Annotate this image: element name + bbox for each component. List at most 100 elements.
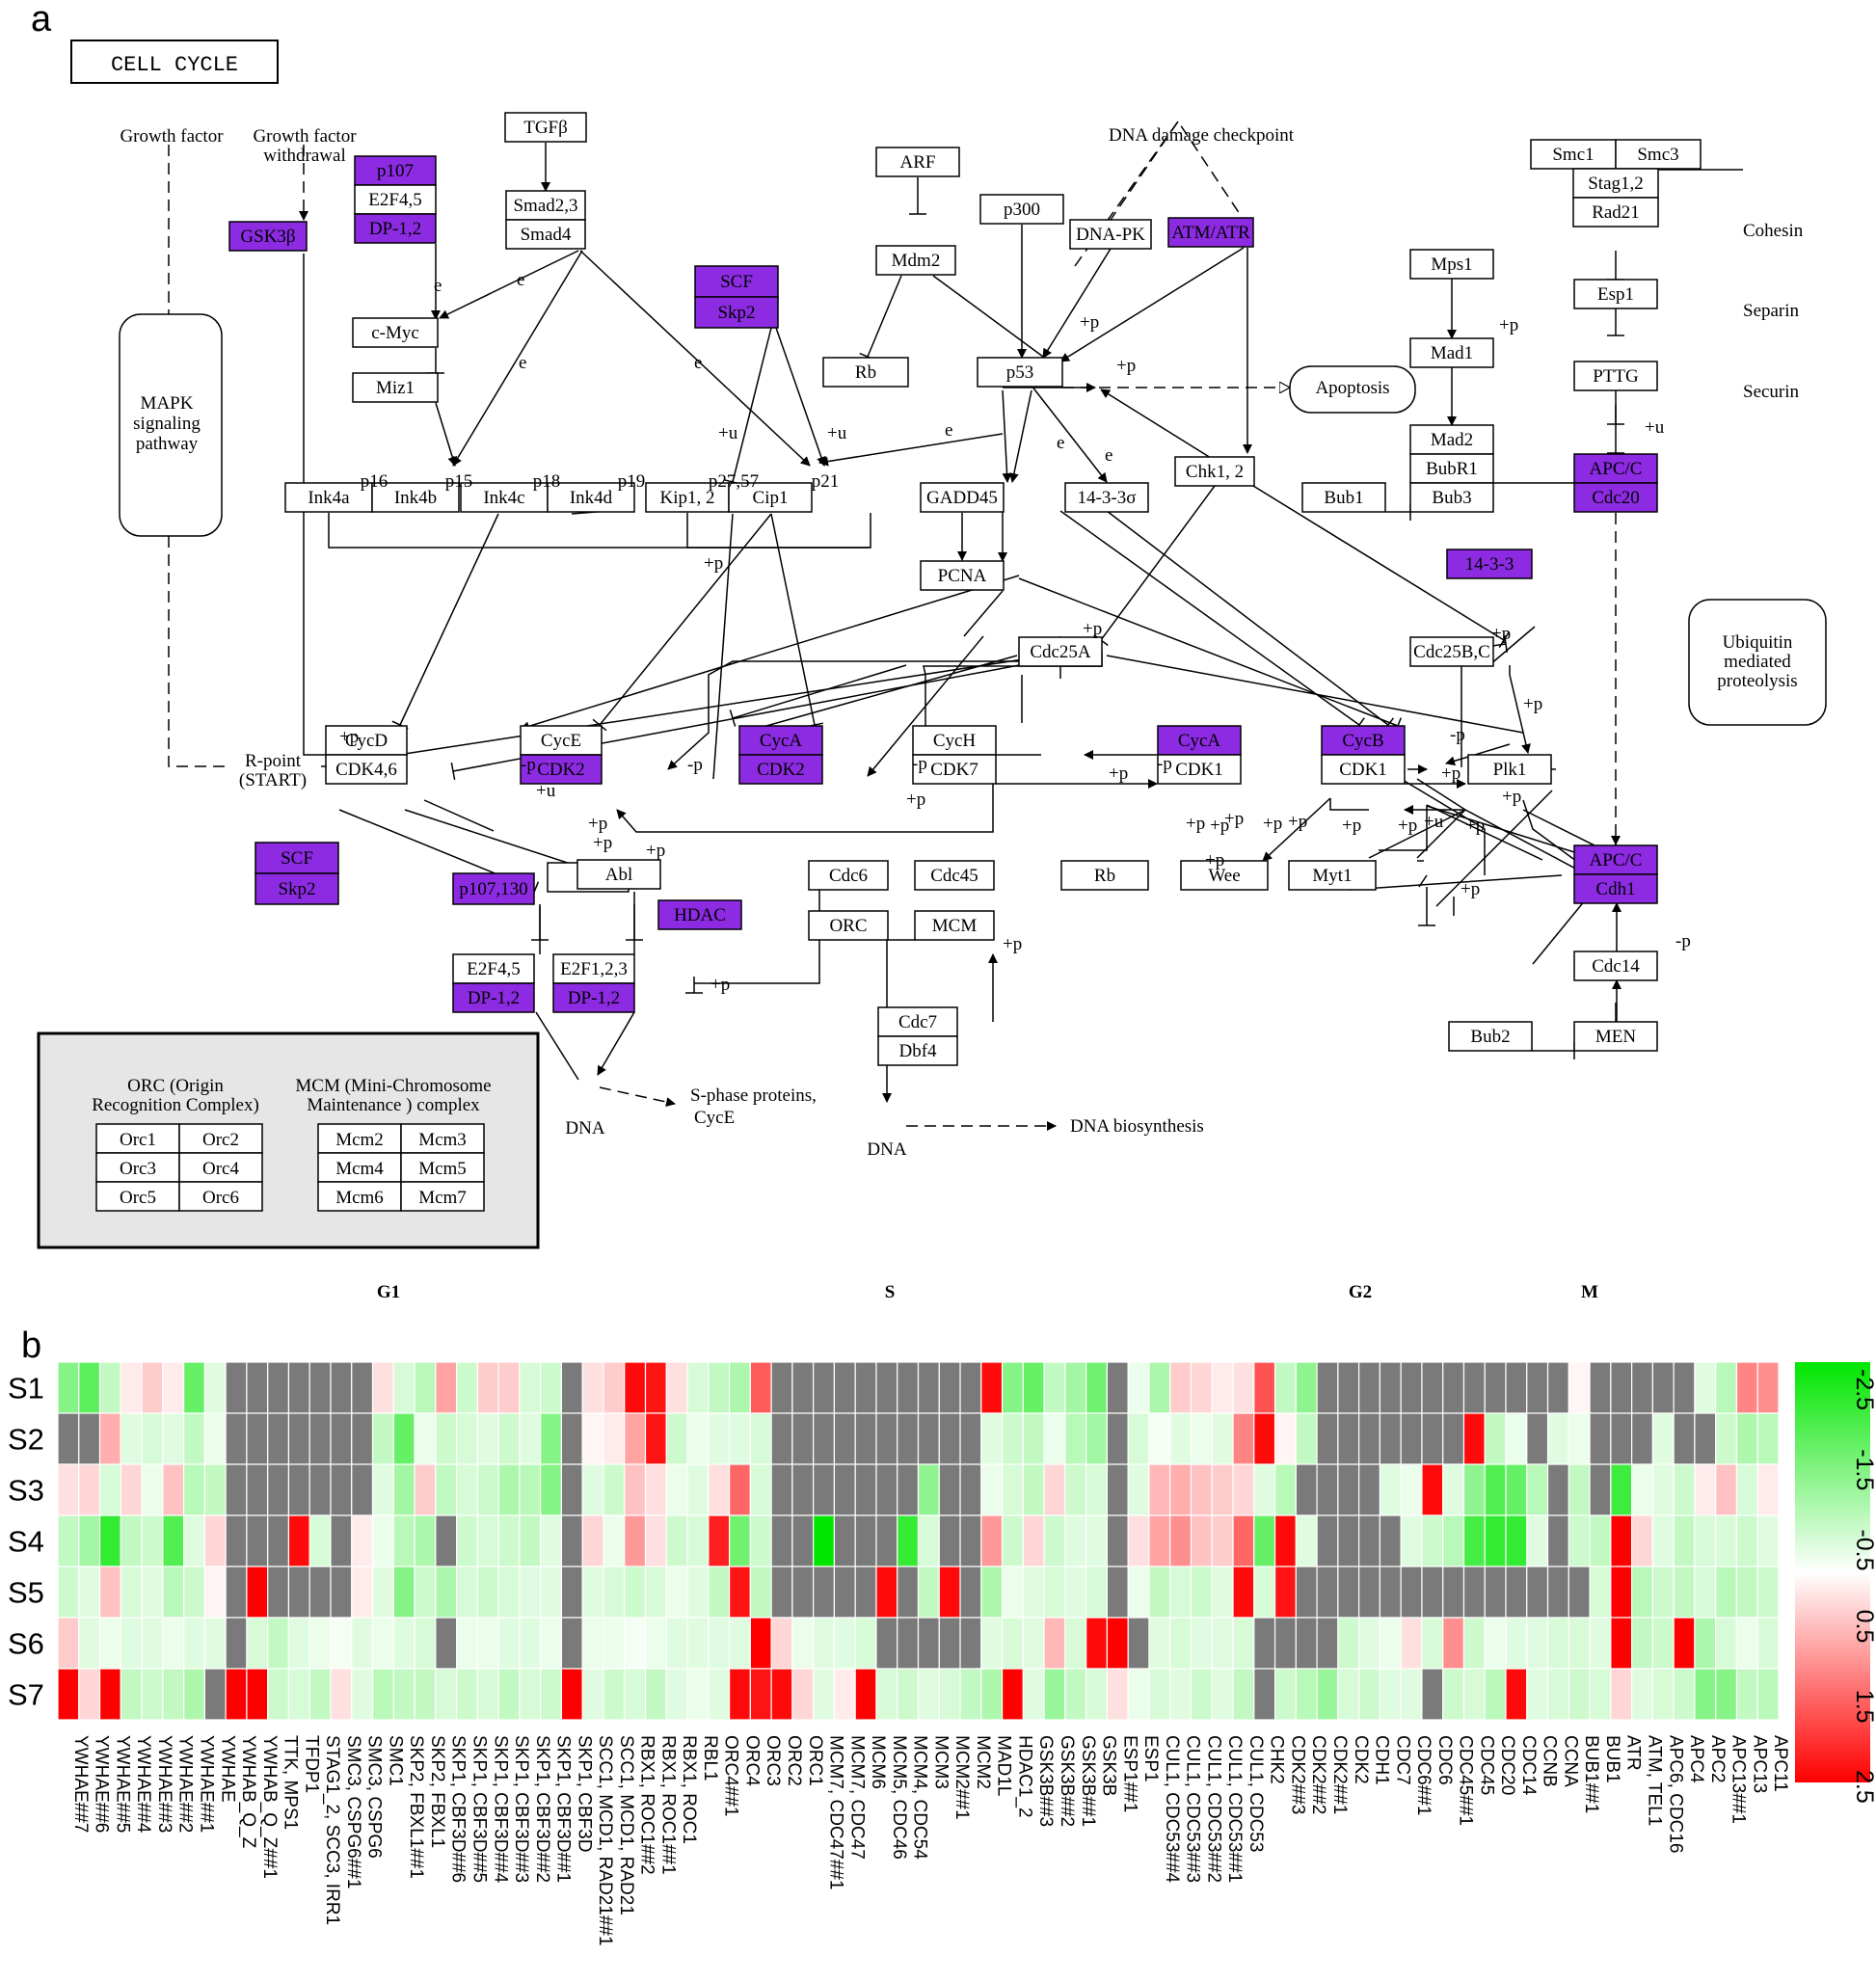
heatmap-cell xyxy=(246,1566,269,1619)
column-label-ywhae-5: YWHAE##5 xyxy=(112,1735,132,1833)
heatmap-cell xyxy=(455,1514,478,1567)
column-label-esp1-1: ESP1##1 xyxy=(1119,1735,1139,1812)
heatmap-cell xyxy=(435,1668,458,1721)
heatmap-cell xyxy=(854,1566,877,1619)
heatmap-cell xyxy=(1694,1566,1717,1619)
heatmap-cell xyxy=(1295,1463,1318,1516)
heatmap-cell xyxy=(624,1463,647,1516)
edge-68 xyxy=(385,653,1061,758)
node-abl-box xyxy=(576,859,661,890)
heatmap-cell xyxy=(1085,1668,1109,1721)
column-label-hdac1-2: HDAC1_2 xyxy=(1014,1735,1034,1818)
node-p107-130-box xyxy=(452,872,535,905)
heatmap-cell xyxy=(1379,1412,1402,1465)
label-separin: Separin xyxy=(1743,301,1800,321)
heatmap-cell xyxy=(1526,1361,1549,1414)
edge-10 xyxy=(579,250,811,467)
heatmap-cell xyxy=(330,1463,353,1516)
column-label-orc3: ORC3 xyxy=(763,1735,783,1786)
heatmap-cell xyxy=(897,1617,920,1670)
column-label-cul1-cdc53-3: CUL1, CDC53##3 xyxy=(1183,1735,1203,1883)
heatmap-cell xyxy=(1232,1361,1255,1414)
edge-27 xyxy=(1002,389,1012,483)
column-label-skp2-fbxl1-1: SKP2, FBXL1##1 xyxy=(406,1735,426,1879)
mark-35: -p xyxy=(1675,931,1691,951)
node-bubr1-box xyxy=(1409,453,1494,484)
heatmap-cell xyxy=(540,1361,563,1414)
heatmap-cell xyxy=(1273,1668,1297,1721)
edge-31 xyxy=(686,513,870,549)
heatmap-cell xyxy=(455,1617,478,1670)
heatmap-cell xyxy=(1232,1566,1255,1619)
heatmap-cell xyxy=(686,1617,710,1670)
edge-9 xyxy=(452,250,583,467)
heatmap-cell xyxy=(1568,1514,1591,1567)
heatmap-cell xyxy=(225,1668,248,1721)
mark-3: +u xyxy=(827,423,847,443)
node-hdac-box xyxy=(657,899,742,930)
heatmap-cell xyxy=(1232,1463,1255,1516)
edge-73 xyxy=(712,513,734,780)
node-cych: CycH xyxy=(933,731,977,751)
heatmap-cell xyxy=(308,1668,332,1721)
edge-83 xyxy=(1262,797,1331,862)
heatmap-cell xyxy=(1064,1514,1087,1567)
column-label-cdc7: CDC7 xyxy=(1392,1735,1412,1785)
heatmap-cell xyxy=(1064,1412,1087,1465)
node-scf-box xyxy=(255,842,339,874)
node-cdc45-box xyxy=(914,860,995,891)
heatmap-cell xyxy=(980,1361,1004,1414)
heatmap-cell xyxy=(1295,1412,1318,1465)
row-label-s5: S5 xyxy=(8,1576,44,1610)
node-bub2: Bub2 xyxy=(1470,1027,1510,1047)
heatmap-cell xyxy=(1651,1514,1675,1567)
node-cdh1-box xyxy=(1573,873,1658,904)
heatmap-cell xyxy=(1253,1617,1276,1670)
heatmap-cell xyxy=(1484,1514,1507,1567)
heatmap-cell xyxy=(1421,1668,1444,1721)
node-bub1: Bub1 xyxy=(1324,488,1363,508)
heatmap-cell xyxy=(371,1668,394,1721)
heatmap-cell xyxy=(435,1566,458,1619)
heatmap-cell xyxy=(1610,1463,1633,1516)
column-label-chk2: CHK2 xyxy=(1267,1735,1287,1784)
node-pttg-box xyxy=(1573,361,1658,391)
node-mad1: Mad1 xyxy=(1431,343,1473,363)
heatmap-cell xyxy=(120,1514,143,1567)
column-label-ywhab-q-z-1: YWHAB_Q_Z##1 xyxy=(259,1735,280,1879)
heatmap-cell xyxy=(1505,1412,1528,1465)
node-chk1-2-box xyxy=(1174,456,1255,487)
heatmap-cell xyxy=(1022,1463,1045,1516)
node-cdc25a: Cdc25A xyxy=(1030,642,1091,662)
heatmap-cell xyxy=(560,1412,583,1465)
heatmap-cell xyxy=(728,1668,751,1721)
heatmap-cell xyxy=(1273,1361,1297,1414)
heatmap-cell xyxy=(1043,1361,1066,1414)
mark-30: -p xyxy=(521,755,536,775)
heatmap-cell xyxy=(414,1566,437,1619)
mark-layer: +p+p+u+u+p+p+p+p+p+p+p+p+p+p+p+p+p+p+u+p… xyxy=(339,270,1691,995)
column-label-rbl1: RBL1 xyxy=(700,1735,720,1781)
column-label-bub1-1: BUB1##1 xyxy=(1581,1735,1601,1813)
heatmap-cell xyxy=(897,1463,920,1516)
mark-7: +p xyxy=(1083,619,1102,639)
heatmap-cell xyxy=(519,1463,542,1516)
mcm-cell-box xyxy=(317,1123,402,1154)
heatmap-cell xyxy=(581,1463,604,1516)
heatmap-cell xyxy=(1442,1412,1465,1465)
heatmap-cell xyxy=(1106,1361,1129,1414)
heatmap-cell xyxy=(98,1514,121,1567)
heatmap-cell xyxy=(455,1668,478,1721)
heatmap-cell xyxy=(603,1617,626,1670)
node-scf: SCF xyxy=(281,848,313,869)
heatmap-cell xyxy=(938,1514,961,1567)
node-cdk1: CDK1 xyxy=(1339,760,1387,780)
heatmap-cell xyxy=(120,1668,143,1721)
edge-19 xyxy=(1110,121,1179,221)
heatmap-cell xyxy=(1673,1412,1696,1465)
heatmap-cell xyxy=(560,1361,583,1414)
heatmap-cell xyxy=(351,1361,374,1414)
heatmap-cell xyxy=(854,1668,877,1721)
heatmap-cell xyxy=(1694,1617,1717,1670)
heatmap-cell xyxy=(162,1617,185,1670)
